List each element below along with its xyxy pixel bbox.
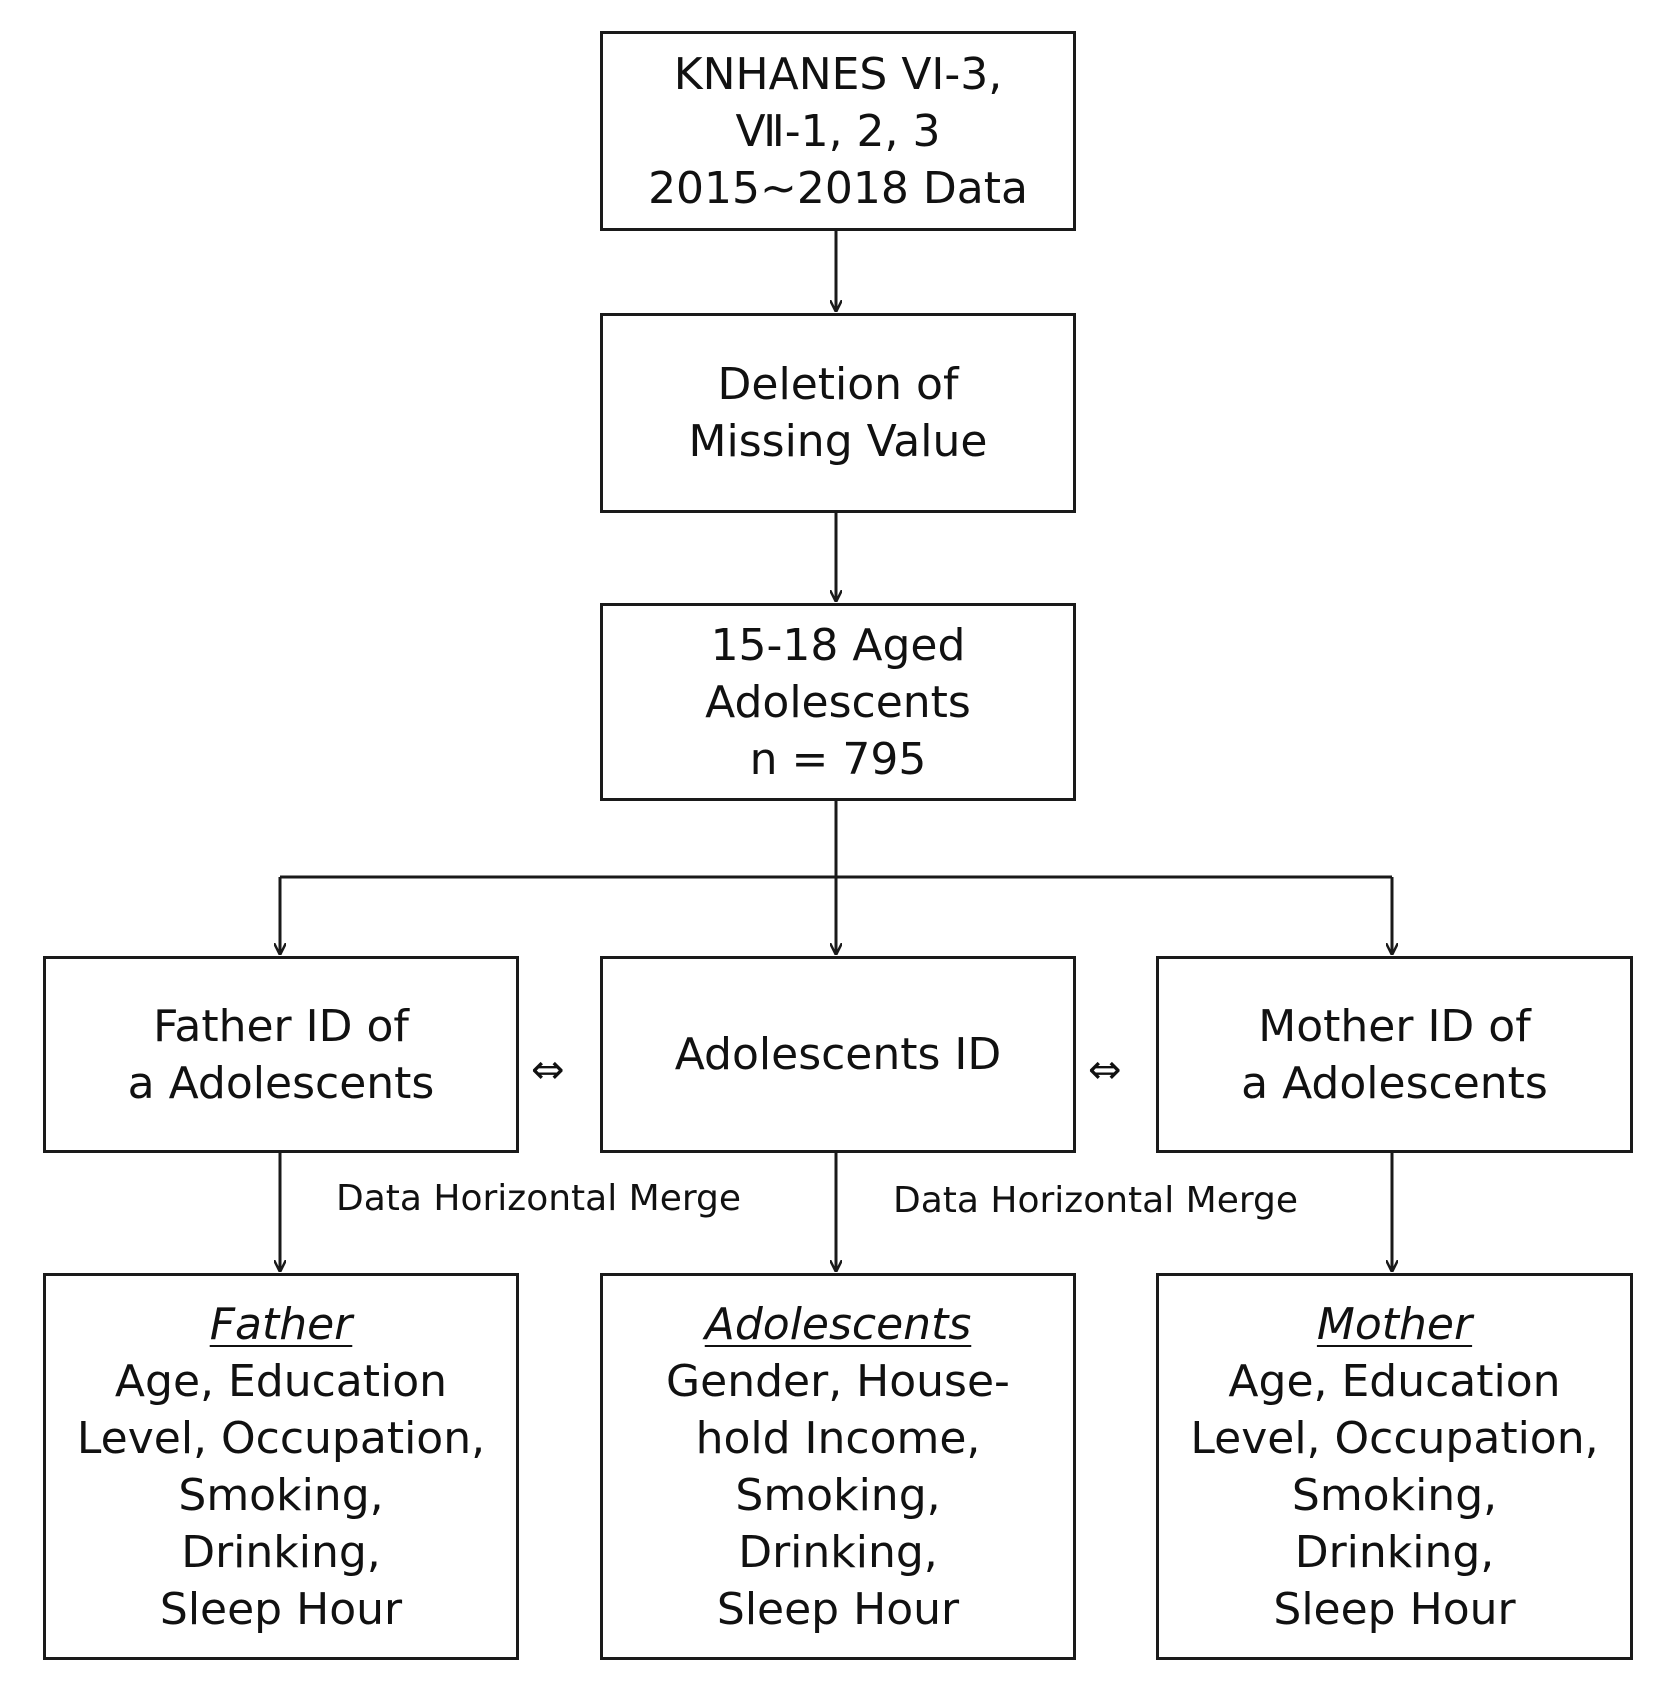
box-line: n = 795 bbox=[749, 733, 927, 785]
box-line: Adolescents bbox=[705, 676, 971, 728]
box-line: Smoking, bbox=[178, 1469, 384, 1521]
box-line: Ⅶ-1, 2, 3 bbox=[735, 105, 941, 157]
box-line: Drinking, bbox=[181, 1526, 381, 1578]
box-line: Level, Occupation, bbox=[1190, 1412, 1599, 1464]
aged-adolescents-box: 15-18 Aged Adolescents n = 795 bbox=[600, 603, 1076, 801]
box-line: Smoking, bbox=[735, 1469, 941, 1521]
mother-variables-box: Mother Age, Education Level, Occupation,… bbox=[1156, 1273, 1633, 1660]
box-line: hold Income, bbox=[695, 1412, 981, 1464]
mother-id-box: Mother ID of a Adolescents bbox=[1156, 956, 1633, 1153]
box-line: 2015~2018 Data bbox=[648, 162, 1028, 214]
box-line: KNHANES VI-3, bbox=[673, 48, 1003, 100]
adolescents-variables-box: Adolescents Gender, House- hold Income, … bbox=[600, 1273, 1076, 1660]
box-line: Drinking, bbox=[738, 1526, 938, 1578]
box-line: Smoking, bbox=[1291, 1469, 1498, 1521]
father-variables-box: Father Age, Education Level, Occupation,… bbox=[43, 1273, 519, 1660]
source-data-box: KNHANES VI-3, Ⅶ-1, 2, 3 2015~2018 Data bbox=[600, 31, 1076, 231]
box-line: Adolescents ID bbox=[674, 1029, 1002, 1080]
box-line: Missing Value bbox=[688, 416, 988, 467]
box-line: a Adolescents bbox=[1241, 1057, 1548, 1109]
box-line: Sleep Hour bbox=[716, 1583, 960, 1635]
box-line: 15-18 Aged bbox=[710, 619, 966, 671]
deletion-missing-value-box: Deletion of Missing Value bbox=[600, 313, 1076, 513]
box-heading: Mother bbox=[1316, 1298, 1473, 1350]
box-line: Gender, House- bbox=[666, 1355, 1010, 1407]
box-line: Level, Occupation, bbox=[76, 1412, 486, 1464]
box-line: Father ID of bbox=[153, 1000, 409, 1052]
merge-label: Data Horizontal Merge bbox=[893, 1180, 1299, 1221]
box-line: Age, Education bbox=[114, 1355, 448, 1407]
box-line: a Adolescents bbox=[127, 1057, 435, 1109]
link-double-arrow: ⇔ bbox=[531, 1047, 565, 1093]
box-heading: Father bbox=[209, 1298, 353, 1350]
merge-label: Data Horizontal Merge bbox=[336, 1178, 742, 1219]
box-line: Age, Education bbox=[1228, 1355, 1561, 1407]
box-line: Mother ID of bbox=[1258, 1000, 1531, 1052]
box-line: Drinking, bbox=[1294, 1526, 1495, 1578]
adolescents-id-box: Adolescents ID bbox=[600, 956, 1076, 1153]
link-double-arrow: ⇔ bbox=[1088, 1047, 1122, 1093]
father-id-box: Father ID of a Adolescents bbox=[43, 956, 519, 1153]
box-line: Sleep Hour bbox=[1273, 1583, 1516, 1635]
box-heading: Adolescents bbox=[704, 1298, 972, 1350]
box-line: Sleep Hour bbox=[159, 1583, 403, 1635]
box-line: Deletion of bbox=[717, 359, 959, 410]
